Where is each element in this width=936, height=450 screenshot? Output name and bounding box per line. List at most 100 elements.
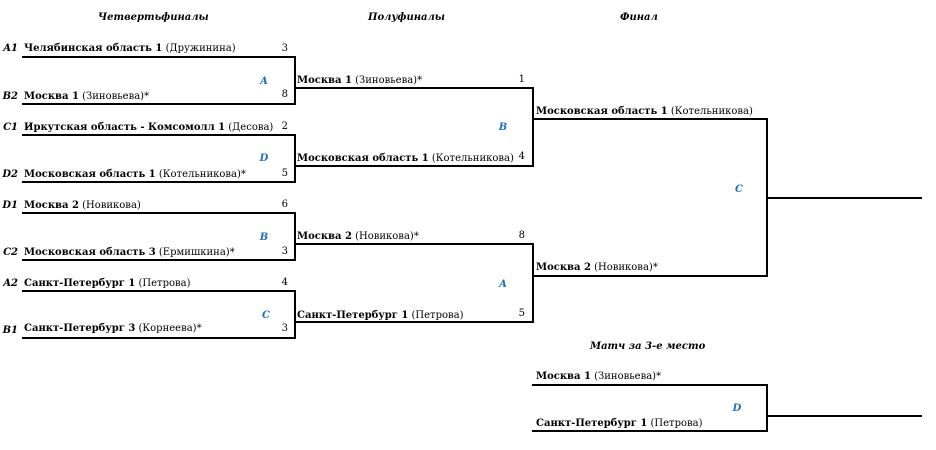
team-score: 4 <box>281 277 288 288</box>
seed-label: C2 <box>3 247 18 258</box>
seed-label: B1 <box>2 325 18 336</box>
seed-label: D1 <box>2 200 18 211</box>
team-score: 2 <box>281 121 288 132</box>
team-coach: (Петрова) <box>408 310 464 321</box>
team-coach: (Петрова) <box>647 418 703 429</box>
team-coach: (Новикова) <box>351 231 414 242</box>
bracket-line <box>532 275 768 277</box>
court-label: C <box>735 184 743 195</box>
bracket-line <box>532 118 768 120</box>
team-name: Санкт-Петербург 1 <box>24 278 136 289</box>
bracket-line <box>22 212 296 214</box>
team-coach: (Десова) <box>225 122 274 133</box>
team-entry: Московская область 3 (Ермишкина)* <box>24 247 235 258</box>
team-score: 3 <box>281 246 288 257</box>
team-mark: * <box>240 169 246 180</box>
team-entry: Москва 1 (Зиновьева)* <box>536 371 661 382</box>
team-entry: Санкт-Петербург 3 (Корнеева)* <box>24 323 202 334</box>
team-coach: (Дружинина) <box>162 43 236 54</box>
team-coach: (Котельникова) <box>428 153 514 164</box>
team-name: Москва 1 <box>297 75 352 86</box>
team-name: Санкт-Петербург 1 <box>297 310 409 321</box>
round-title-semifinals: Полуфиналы <box>368 12 445 23</box>
winner-line <box>766 415 922 417</box>
seed-label: B2 <box>2 91 18 102</box>
round-title-quarterfinals: Четвертьфиналы <box>98 12 209 23</box>
court-label: D <box>732 403 742 414</box>
team-name: Московская область 3 <box>24 247 156 258</box>
team-entry: Московская область 1 (Котельникова) <box>297 153 514 164</box>
team-name: Москва 1 <box>24 91 79 102</box>
bracket-line <box>22 337 296 339</box>
team-entry: Московская область 1 (Котельникова) <box>536 106 753 117</box>
bracket-line <box>294 243 534 245</box>
team-name: Иркутская область - Комсомолл 1 <box>24 122 226 133</box>
seed-label: A1 <box>3 43 18 54</box>
seed-label: C1 <box>3 122 18 133</box>
bracket-line <box>22 181 296 183</box>
team-coach: (Ермишкина) <box>155 247 230 258</box>
team-name: Москва 2 <box>536 262 591 273</box>
team-entry: Москва 2 (Новикова)* <box>297 231 419 242</box>
team-score: 1 <box>518 74 525 85</box>
team-coach: (Зиновьева) <box>351 75 418 86</box>
bracket-line <box>294 212 296 261</box>
winner-line <box>766 197 922 199</box>
team-score: 4 <box>518 151 525 162</box>
team-coach: (Новикова) <box>78 200 141 211</box>
team-name: Челябинская область 1 <box>24 43 163 54</box>
team-name: Санкт-Петербург 3 <box>24 323 136 334</box>
team-score: 8 <box>281 89 288 100</box>
bracket-line <box>532 87 534 167</box>
bracket-line <box>22 134 296 136</box>
round-title-third-place: Матч за 3-е место <box>590 341 706 352</box>
team-mark: * <box>417 75 423 86</box>
team-mark: * <box>229 247 235 258</box>
team-score: 5 <box>518 308 525 319</box>
bracket-line <box>294 87 534 89</box>
team-name: Московская область 1 <box>24 169 156 180</box>
team-coach: (Зиновьева) <box>78 91 145 102</box>
team-entry: Санкт-Петербург 1 (Петрова) <box>24 278 191 289</box>
team-mark: * <box>196 323 202 334</box>
bracket-line <box>532 430 768 432</box>
team-entry: Московская область 1 (Котельникова)* <box>24 169 246 180</box>
team-coach: (Котельникова) <box>155 169 241 180</box>
bracket-line <box>294 134 296 183</box>
team-coach: (Зиновьева) <box>590 371 657 382</box>
bracket-line <box>22 259 296 261</box>
bracket-line <box>22 103 296 105</box>
team-entry: Челябинская область 1 (Дружинина) <box>24 43 236 54</box>
seed-label: D2 <box>2 169 18 180</box>
team-score: 3 <box>281 43 288 54</box>
round-title-final: Финал <box>620 12 658 23</box>
team-name: Москва 1 <box>536 371 591 382</box>
bracket-line <box>766 384 768 432</box>
team-mark: * <box>413 231 419 242</box>
bracket-line <box>294 56 296 105</box>
team-score: 6 <box>281 199 288 210</box>
bracket-line <box>294 165 534 167</box>
team-name: Москва 2 <box>24 200 79 211</box>
court-label: B <box>259 232 269 243</box>
team-name: Московская область 1 <box>297 153 429 164</box>
team-mark: * <box>652 262 658 273</box>
seed-label: A2 <box>3 278 18 289</box>
team-entry: Москва 1 (Зиновьева)* <box>297 75 422 86</box>
team-entry: Москва 2 (Новикова) <box>24 200 141 211</box>
bracket-line <box>22 290 296 292</box>
team-name: Москва 2 <box>297 231 352 242</box>
team-mark: * <box>144 91 150 102</box>
team-entry: Санкт-Петербург 1 (Петрова) <box>297 310 464 321</box>
team-entry: Москва 2 (Новикова)* <box>536 262 658 273</box>
court-label: A <box>499 279 507 290</box>
court-label: A <box>260 76 268 87</box>
team-entry: Иркутская область - Комсомолл 1 (Десова) <box>24 122 273 133</box>
team-coach: (Новикова) <box>590 262 653 273</box>
bracket-line <box>294 321 534 323</box>
team-coach: (Петрова) <box>135 278 191 289</box>
court-label: B <box>498 122 508 133</box>
team-entry: Москва 1 (Зиновьева)* <box>24 91 149 102</box>
bracket-line <box>532 243 534 323</box>
team-score: 8 <box>518 230 525 241</box>
